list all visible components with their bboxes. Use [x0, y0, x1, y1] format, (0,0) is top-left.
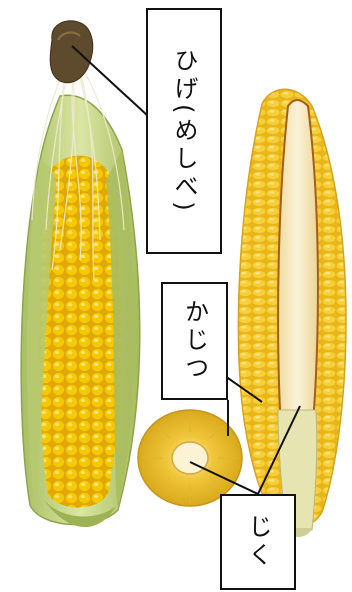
whole-corn-ear — [21, 21, 140, 527]
corn-cross-section — [238, 89, 346, 537]
silk-tip — [50, 21, 92, 83]
label-kernel: かじつ — [161, 282, 228, 400]
corn-slice — [138, 410, 242, 506]
label-cob: じく — [220, 494, 296, 590]
label-silk: ひげ(めしべ) — [146, 8, 222, 254]
